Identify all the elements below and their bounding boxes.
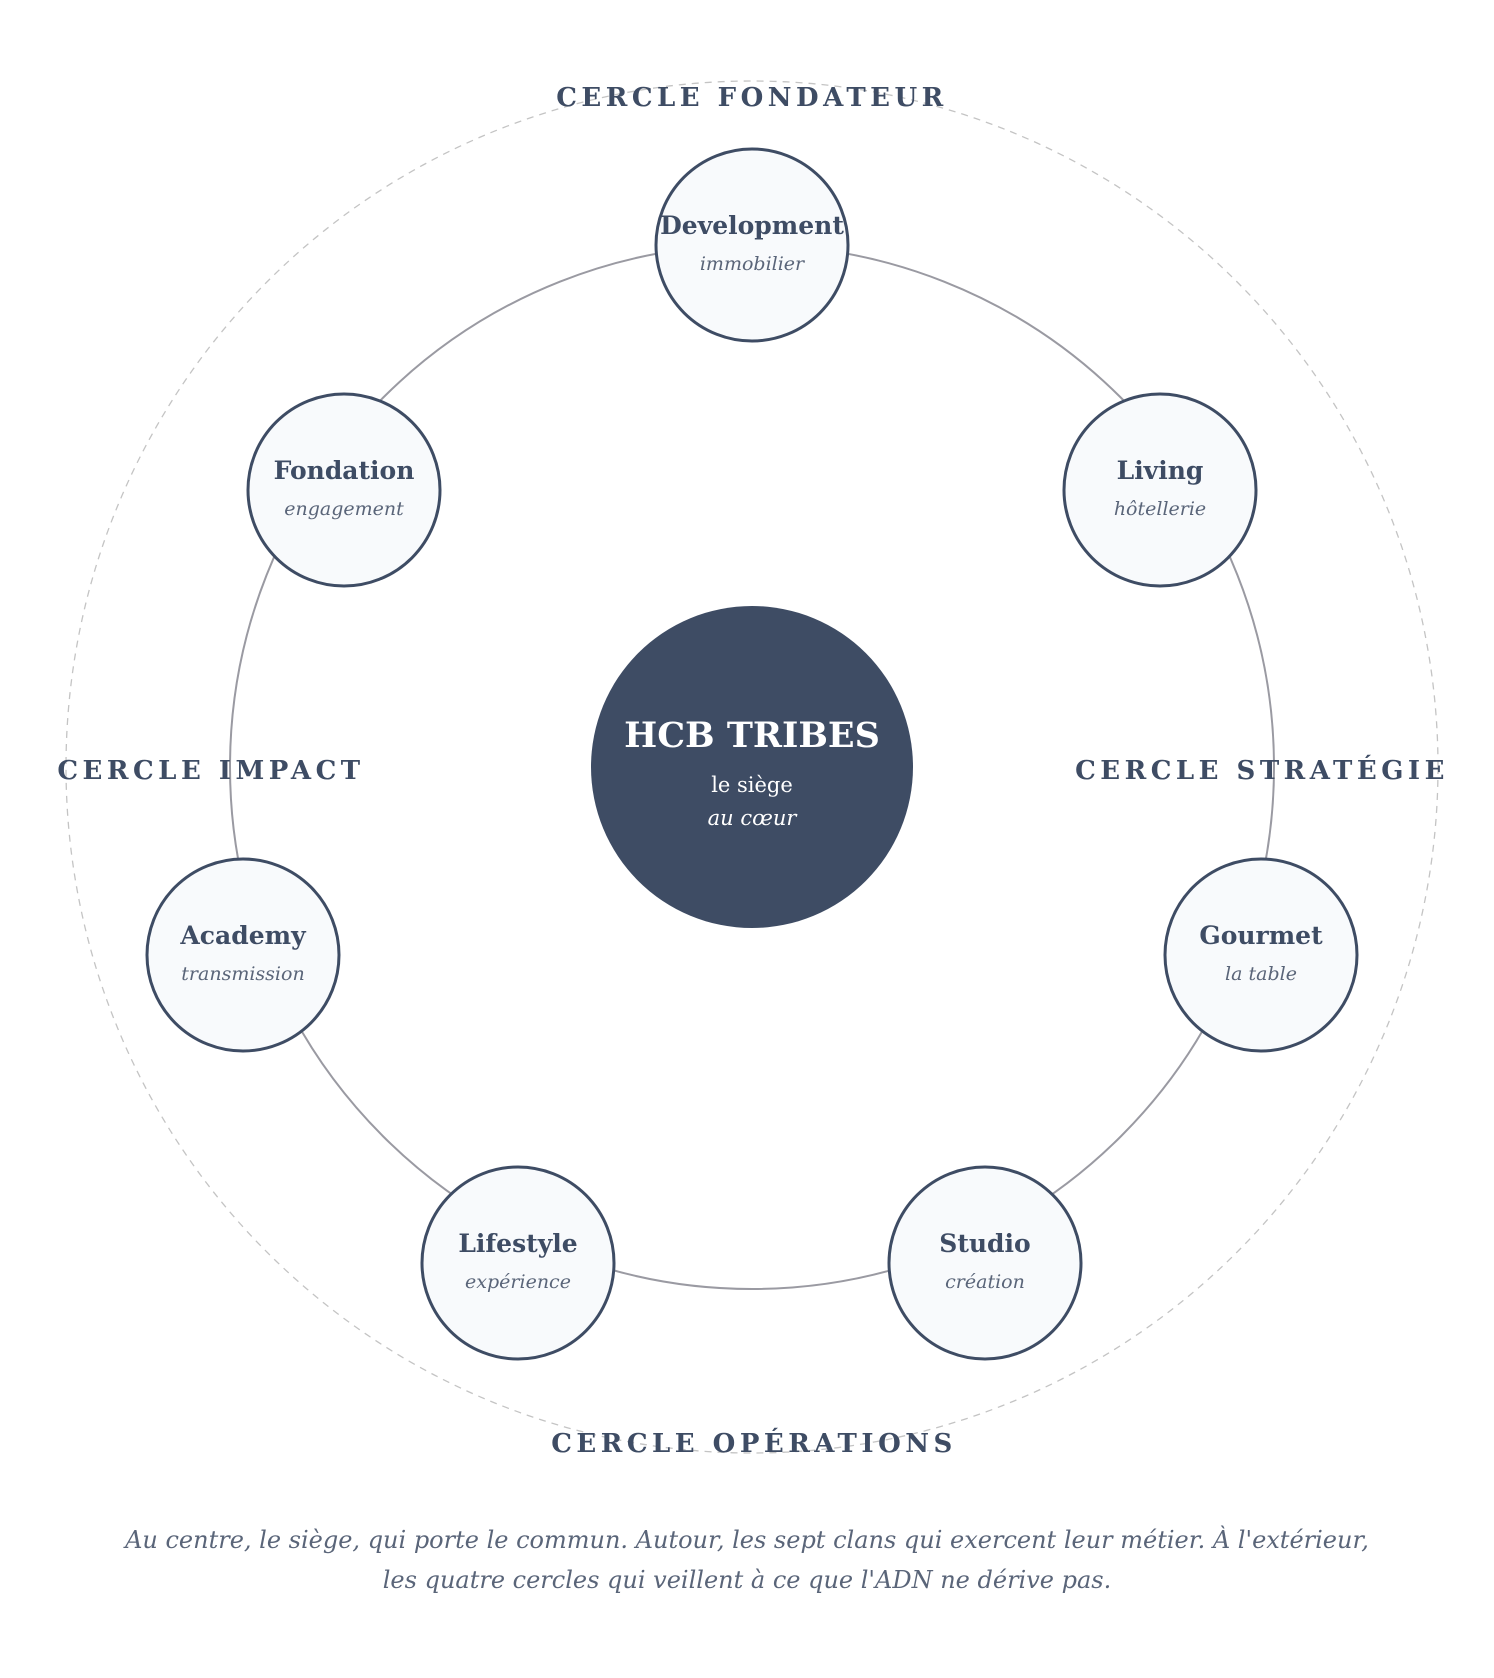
hub-subtitle: le siège xyxy=(711,773,793,797)
clan-circle xyxy=(1163,857,1359,1053)
clan-node-studio: Studio création xyxy=(887,1165,1083,1361)
clan-node-development: Development immobilier xyxy=(654,147,850,343)
clan-subtitle: expérience xyxy=(465,1271,571,1293)
clan-subtitle: transmission xyxy=(181,963,304,985)
clan-circle xyxy=(654,147,850,343)
clan-subtitle: hôtellerie xyxy=(1114,498,1206,520)
cercle-operations-label: CERCLE OPÉRATIONS xyxy=(551,1427,957,1459)
clan-node-academy: Academy transmission xyxy=(145,857,341,1053)
hub-tagline: au cœur xyxy=(708,806,799,830)
clan-subtitle: création xyxy=(945,1271,1025,1293)
clan-circle xyxy=(420,1165,616,1361)
clan-subtitle: la table xyxy=(1225,963,1297,985)
cercle-impact-label: CERCLE IMPACT xyxy=(57,756,364,786)
clan-name: Gourmet xyxy=(1199,921,1323,950)
clan-name: Living xyxy=(1117,456,1204,485)
clan-circle xyxy=(887,1165,1083,1361)
clan-node-lifestyle: Lifestyle expérience xyxy=(420,1165,616,1361)
clan-node-gourmet: Gourmet la table xyxy=(1163,857,1359,1053)
clan-circle xyxy=(1062,392,1258,588)
clan-name: Academy xyxy=(179,921,307,950)
clan-name: Lifestyle xyxy=(458,1229,577,1258)
clan-name: Studio xyxy=(939,1229,1030,1258)
clan-node-living: Living hôtellerie xyxy=(1062,392,1258,588)
clan-name: Fondation xyxy=(274,456,415,485)
outer-boundary-circle xyxy=(65,80,1439,1454)
clan-subtitle: immobilier xyxy=(700,253,806,275)
cercle-fondateur-label: CERCLE FONDATEUR xyxy=(556,83,948,113)
cercle-strategie-label: CERCLE STRATÉGIE xyxy=(1075,754,1449,786)
clan-circle xyxy=(246,392,442,588)
diagram-caption: Au centre, le siège, qui porte le commun… xyxy=(125,1526,1369,1594)
clan-name: Development xyxy=(660,211,844,240)
clan-subtitle: engagement xyxy=(284,498,404,520)
hub-title: HCB TRIBES xyxy=(624,715,880,756)
clan-node-fondation: Fondation engagement xyxy=(246,392,442,588)
hub-node: HCB TRIBES le siège au cœur xyxy=(591,606,913,928)
hub-circle xyxy=(591,606,913,928)
clan-circle xyxy=(145,857,341,1053)
